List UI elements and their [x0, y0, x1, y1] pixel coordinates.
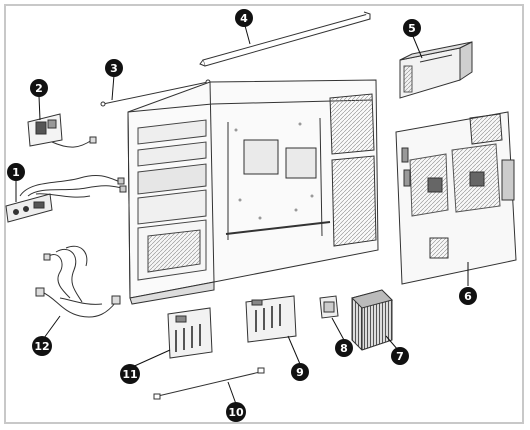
- callout-6: 6: [459, 287, 477, 305]
- part-rail-4: [199, 11, 371, 67]
- callout-label-11: 11: [122, 368, 137, 381]
- callout-label-7: 7: [396, 350, 404, 363]
- callout-3: 3: [105, 59, 123, 77]
- callout-label-2: 2: [35, 82, 43, 95]
- callout-label-4: 4: [240, 12, 248, 25]
- callout-4: 4: [235, 9, 253, 27]
- part-front-panel-1: [5, 175, 127, 223]
- part-backplane-11: [167, 307, 213, 359]
- callout-label-9: 9: [296, 366, 304, 379]
- callout-label-1: 1: [12, 166, 20, 179]
- callout-9: 9: [291, 363, 309, 381]
- part-cable-bundle-12: [35, 245, 121, 318]
- callout-label-6: 6: [464, 290, 472, 303]
- callout-2: 2: [30, 79, 48, 97]
- part-heatsink-7: [351, 289, 393, 351]
- part-power-supply-5: [399, 41, 473, 99]
- callout-8: 8: [335, 339, 353, 357]
- callout-label-5: 5: [408, 22, 416, 35]
- rear-cage: [329, 93, 377, 247]
- callout-label-3: 3: [110, 62, 118, 75]
- callout-label-10: 10: [228, 406, 244, 419]
- callout-label-8: 8: [340, 342, 348, 355]
- callout-label-12: 12: [34, 340, 49, 353]
- callout-7: 7: [391, 347, 409, 365]
- callout-1: 1: [7, 163, 25, 181]
- callout-10: 10: [226, 402, 246, 422]
- part-processor-8: [319, 295, 339, 319]
- callout-5: 5: [403, 19, 421, 37]
- part-system-board-6: [395, 111, 517, 285]
- drive-bays: [137, 119, 207, 281]
- part-module-2: [27, 113, 97, 148]
- callout-12: 12: [32, 336, 52, 356]
- callout-11: 11: [120, 364, 140, 384]
- part-cable-3: [100, 79, 211, 107]
- part-cable-10: [153, 367, 265, 400]
- server-chassis: [127, 79, 379, 305]
- part-backplane-9: [245, 295, 297, 343]
- callout-leaders: [15, 21, 469, 405]
